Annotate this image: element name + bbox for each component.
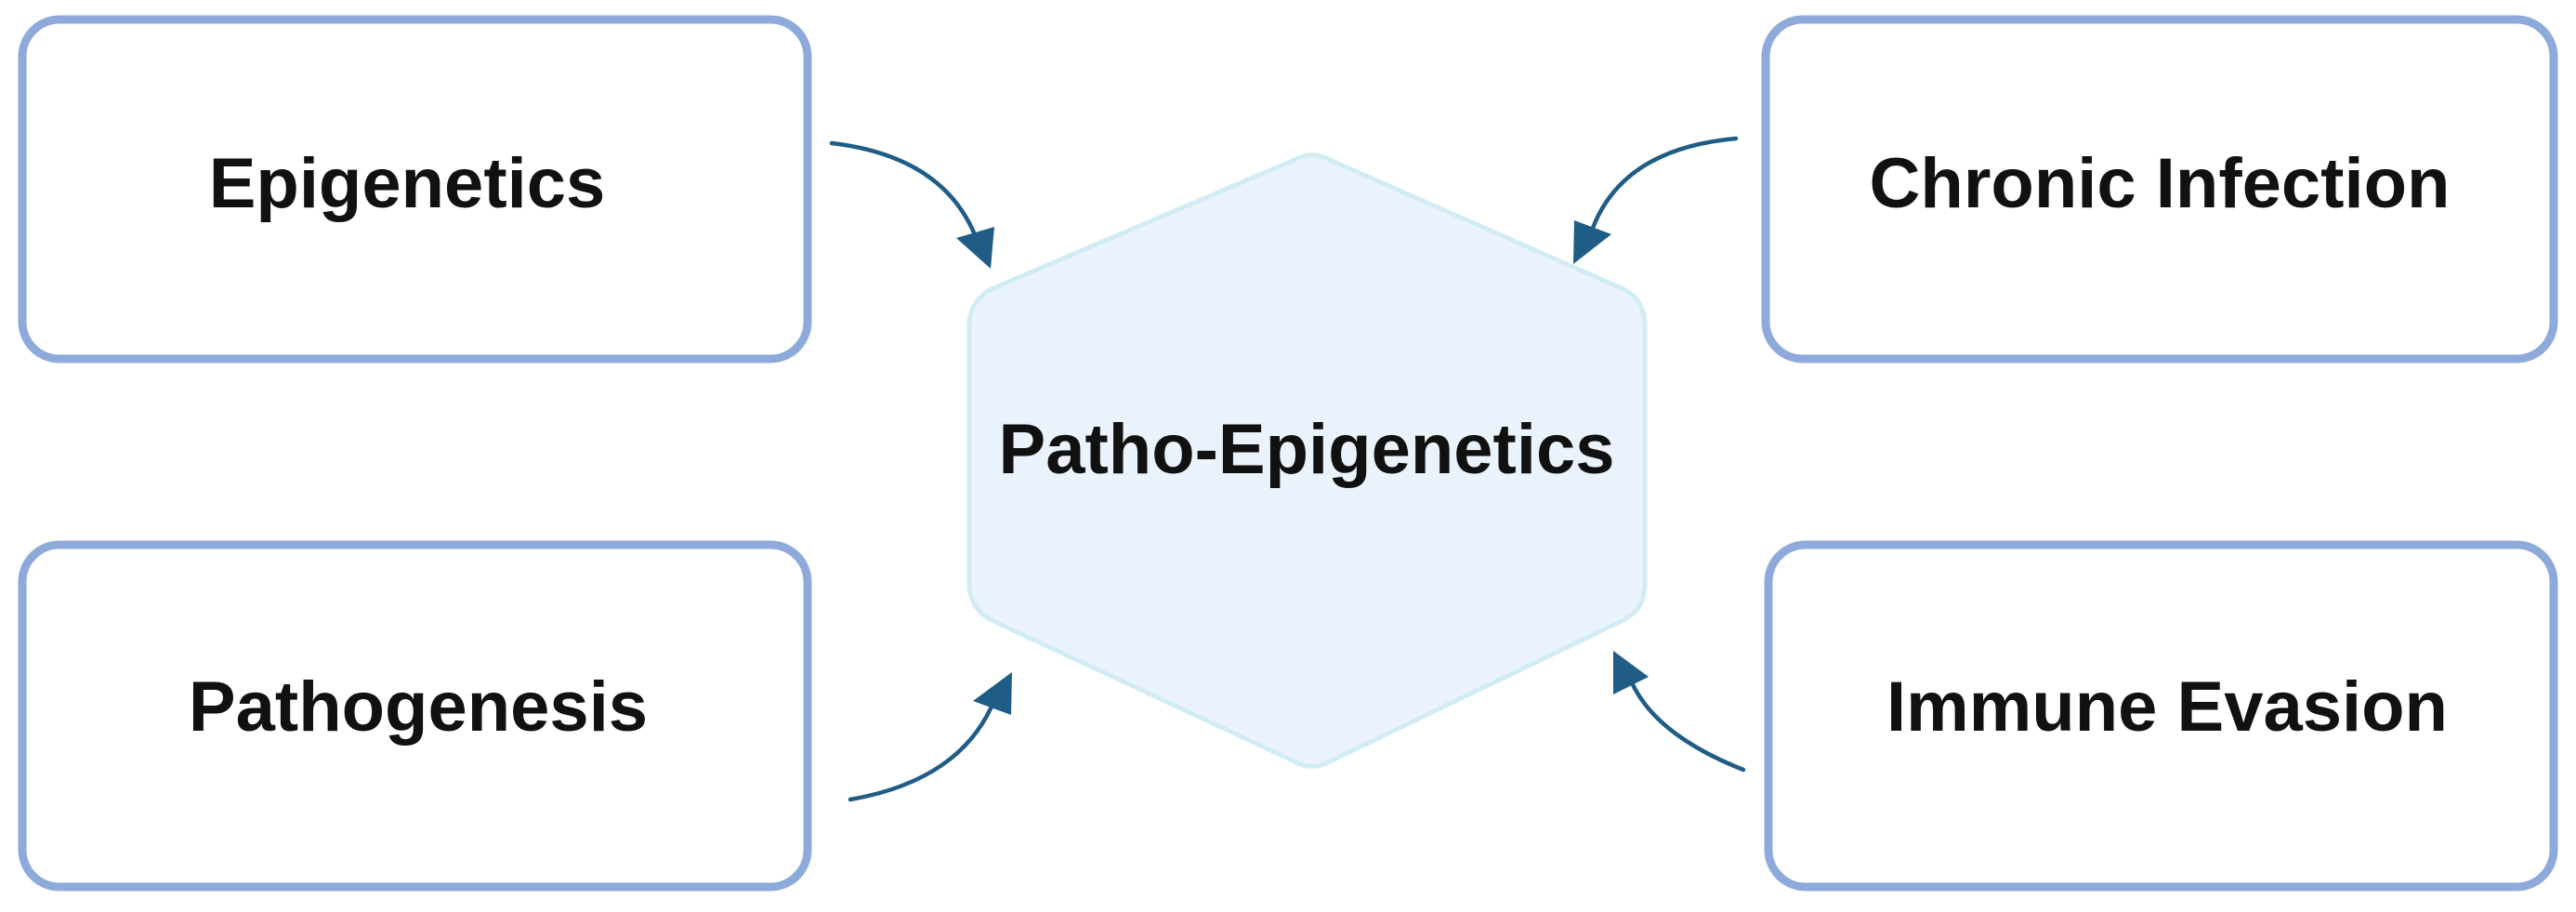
- node-chronic-infection: Chronic Infection: [1761, 15, 2558, 363]
- arrow-epigenetics-to-center: [829, 140, 994, 269]
- arrow-pathogenesis-to-center: [848, 672, 1012, 802]
- node-immune-evasion-box: [1764, 540, 2558, 892]
- center-node: Patho-Epigenetics: [966, 152, 1648, 769]
- node-chronic-infection-label: Chronic Infection: [1870, 144, 2451, 223]
- node-chronic-infection-box: [1761, 15, 2558, 363]
- arrow-immune-evasion-line: [1628, 678, 1746, 773]
- node-immune-evasion: Immune Evasion: [1764, 540, 2558, 892]
- node-immune-evasion-label: Immune Evasion: [1886, 667, 2448, 747]
- arrow-epigenetics-head: [956, 227, 994, 269]
- arrow-pathogenesis-line: [848, 704, 994, 802]
- node-epigenetics: Epigenetics: [18, 15, 812, 363]
- node-epigenetics-box: [18, 15, 812, 363]
- node-pathogenesis-box: [18, 540, 812, 892]
- arrow-chronic-infection-line: [1589, 136, 1739, 233]
- center-hexagon: [966, 152, 1648, 769]
- arrow-chronic-infection-to-center: [1573, 136, 1739, 264]
- node-epigenetics-label: Epigenetics: [209, 144, 606, 223]
- center-label: Patho-Epigenetics: [999, 410, 1615, 489]
- arrow-epigenetics-line: [829, 140, 979, 240]
- arrow-pathogenesis-head: [973, 672, 1012, 715]
- arrow-immune-evasion-to-center: [1613, 651, 1746, 773]
- arrow-immune-evasion-head: [1613, 651, 1649, 694]
- arrow-chronic-infection-head: [1573, 220, 1611, 264]
- node-pathogenesis-label: Pathogenesis: [189, 667, 648, 747]
- node-pathogenesis: Pathogenesis: [18, 540, 812, 892]
